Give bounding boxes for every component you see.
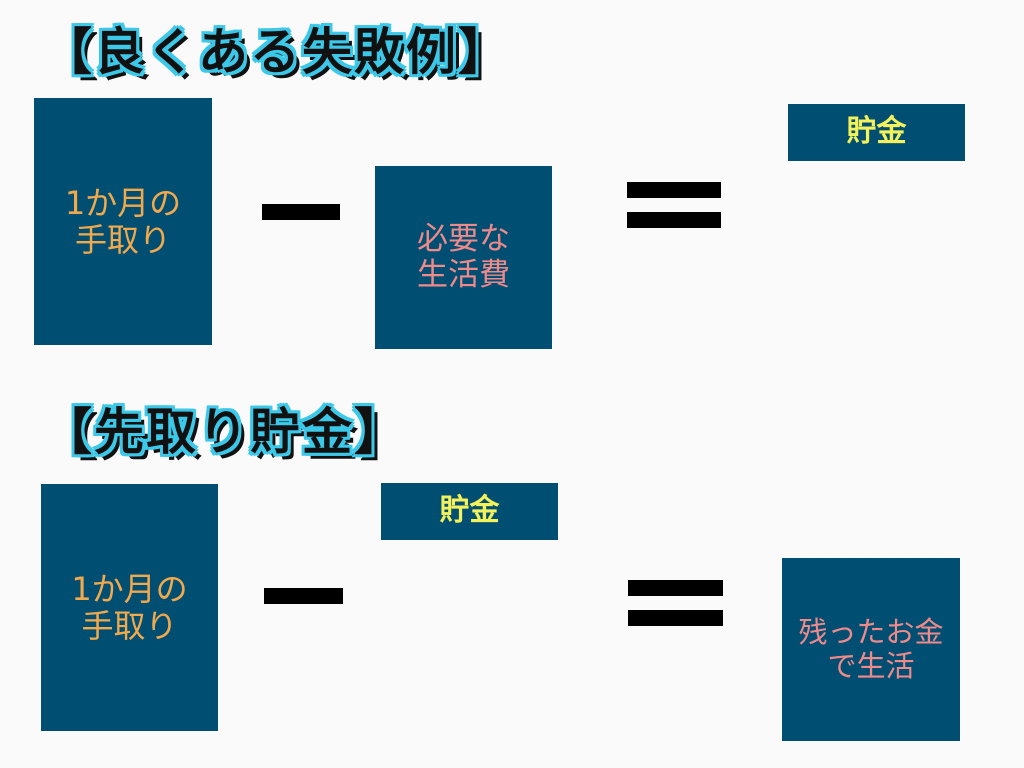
savings-box: 貯金 bbox=[381, 483, 558, 540]
expenses-box: 必要な 生活費 bbox=[375, 166, 552, 349]
remainder-box: 残ったお金 で生活 bbox=[782, 558, 960, 741]
income-box: 1か月の 手取り bbox=[34, 98, 212, 345]
savings-box: 貯金 bbox=[788, 104, 965, 161]
equals-sign-bottom bbox=[627, 212, 721, 228]
minus-sign bbox=[264, 588, 343, 604]
income-box: 1か月の 手取り bbox=[41, 484, 218, 731]
equals-sign-top bbox=[628, 580, 723, 596]
pay-first-title: 【先取り貯金】 bbox=[42, 403, 406, 461]
equals-sign-bottom bbox=[628, 610, 723, 626]
bad-example-title: 【良くある失敗例】 bbox=[42, 23, 510, 81]
equals-sign-top bbox=[627, 182, 721, 198]
minus-sign bbox=[262, 204, 340, 220]
